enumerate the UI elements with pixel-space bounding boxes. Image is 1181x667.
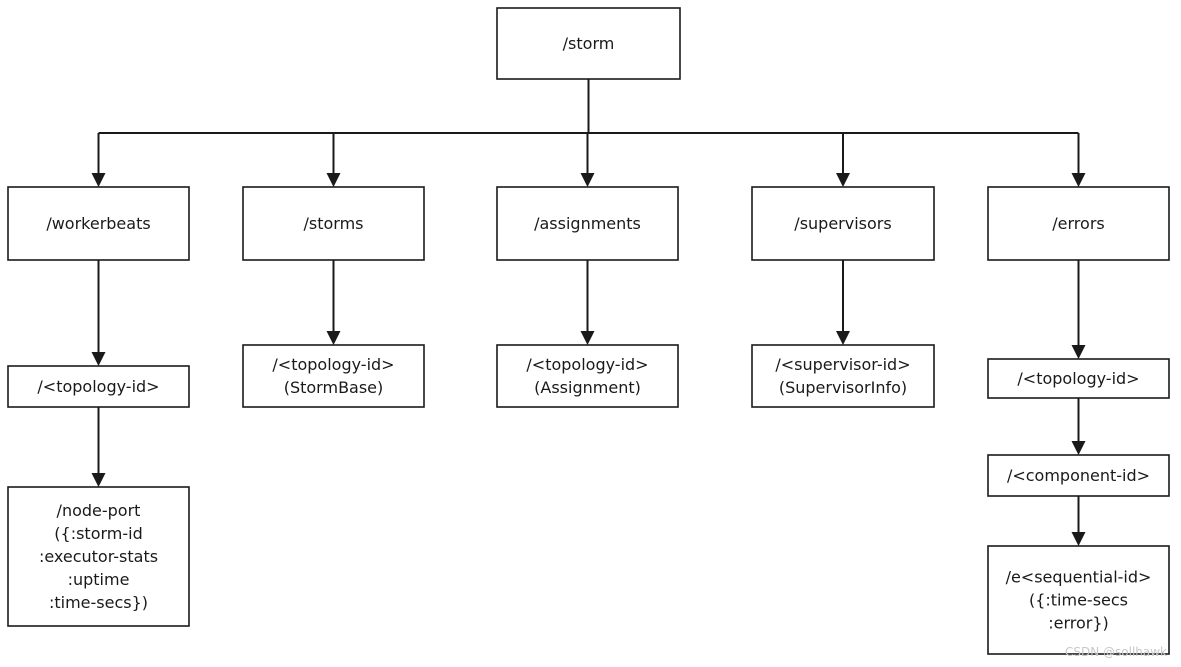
node-label: /<topology-id> [272,355,394,374]
node-box [987,545,1170,655]
diagram-nodes: /storm/workerbeats/storms/assignments/su… [7,7,1170,655]
node-label: /<topology-id> [526,355,648,374]
node-label: /node-port [57,501,141,520]
node-storms: /storms [242,186,425,261]
node-label: :executor-stats [39,547,158,566]
node-label: (StormBase) [284,378,384,397]
arrow-wb-topology [91,352,106,366]
node-box [987,186,1170,261]
arrow-er-sequential [1071,532,1086,546]
arrow-workerbeats [91,173,106,187]
node-box [751,186,935,261]
node-errors: /errors [987,186,1170,261]
arrow-st-topology [326,331,341,345]
node-box [496,7,681,80]
node-wb-nodeport: /node-port ({:storm-id :executor-stats :upt… [7,486,190,627]
node-label: /errors [1052,214,1104,233]
node-er-component: /<component-id> [987,454,1170,497]
node-su-supervisor: /<supervisor-id> (SupervisorInfo) [751,344,935,408]
node-er-topology: /<topology-id> [987,358,1170,399]
arrow-er-topology [1071,345,1086,359]
node-label: /e<sequential-id> [1006,568,1152,587]
node-box [7,186,190,261]
node-box [7,486,190,627]
node-label: /storms [303,214,363,233]
node-st-topology: /<topology-id> (StormBase) [242,344,425,408]
node-storm: /storm [496,7,681,80]
arrow-storms [326,173,341,187]
node-box [242,186,425,261]
node-label: /supervisors [794,214,891,233]
node-label: ({:time-secs [1029,591,1128,610]
arrow-su-supervisor [836,331,850,345]
arrow-er-component [1071,441,1086,455]
node-label: /<supervisor-id> [775,355,910,374]
node-box [987,454,1170,497]
node-label: /<topology-id> [37,377,159,396]
node-er-sequential: /e<sequential-id> ({:time-secs :error}) [987,545,1170,655]
arrow-errors [1071,173,1086,187]
node-label: (Assignment) [534,378,641,397]
node-assignments: /assignments [496,186,679,261]
node-label: :uptime [68,570,130,589]
node-label: /<component-id> [1007,466,1150,485]
node-label: :time-secs}) [49,593,148,612]
node-label: ({:storm-id [54,524,142,543]
node-label: /<topology-id> [1017,369,1139,388]
node-box [496,344,679,408]
node-wb-topology: /<topology-id> [7,365,190,408]
node-workerbeats: /workerbeats [7,186,190,261]
node-box [242,344,425,408]
arrow-assignments [580,173,595,187]
node-box [987,358,1170,399]
node-label: /assignments [534,214,641,233]
node-label: (SupervisorInfo) [779,378,907,397]
node-as-topology: /<topology-id> (Assignment) [496,344,679,408]
node-supervisors: /supervisors [751,186,935,261]
arrow-supervisors [836,173,850,187]
arrow-wb-nodeport [91,473,106,487]
arrow-as-topology [580,331,595,345]
node-label: /workerbeats [46,214,150,233]
diagram-edges [91,79,1086,546]
node-label: :error}) [1048,614,1109,633]
node-box [7,365,190,408]
watermark-text: CSDN @sollhawk [1064,645,1167,659]
node-box [496,186,679,261]
node-box [751,344,935,408]
node-label: /storm [563,34,615,53]
